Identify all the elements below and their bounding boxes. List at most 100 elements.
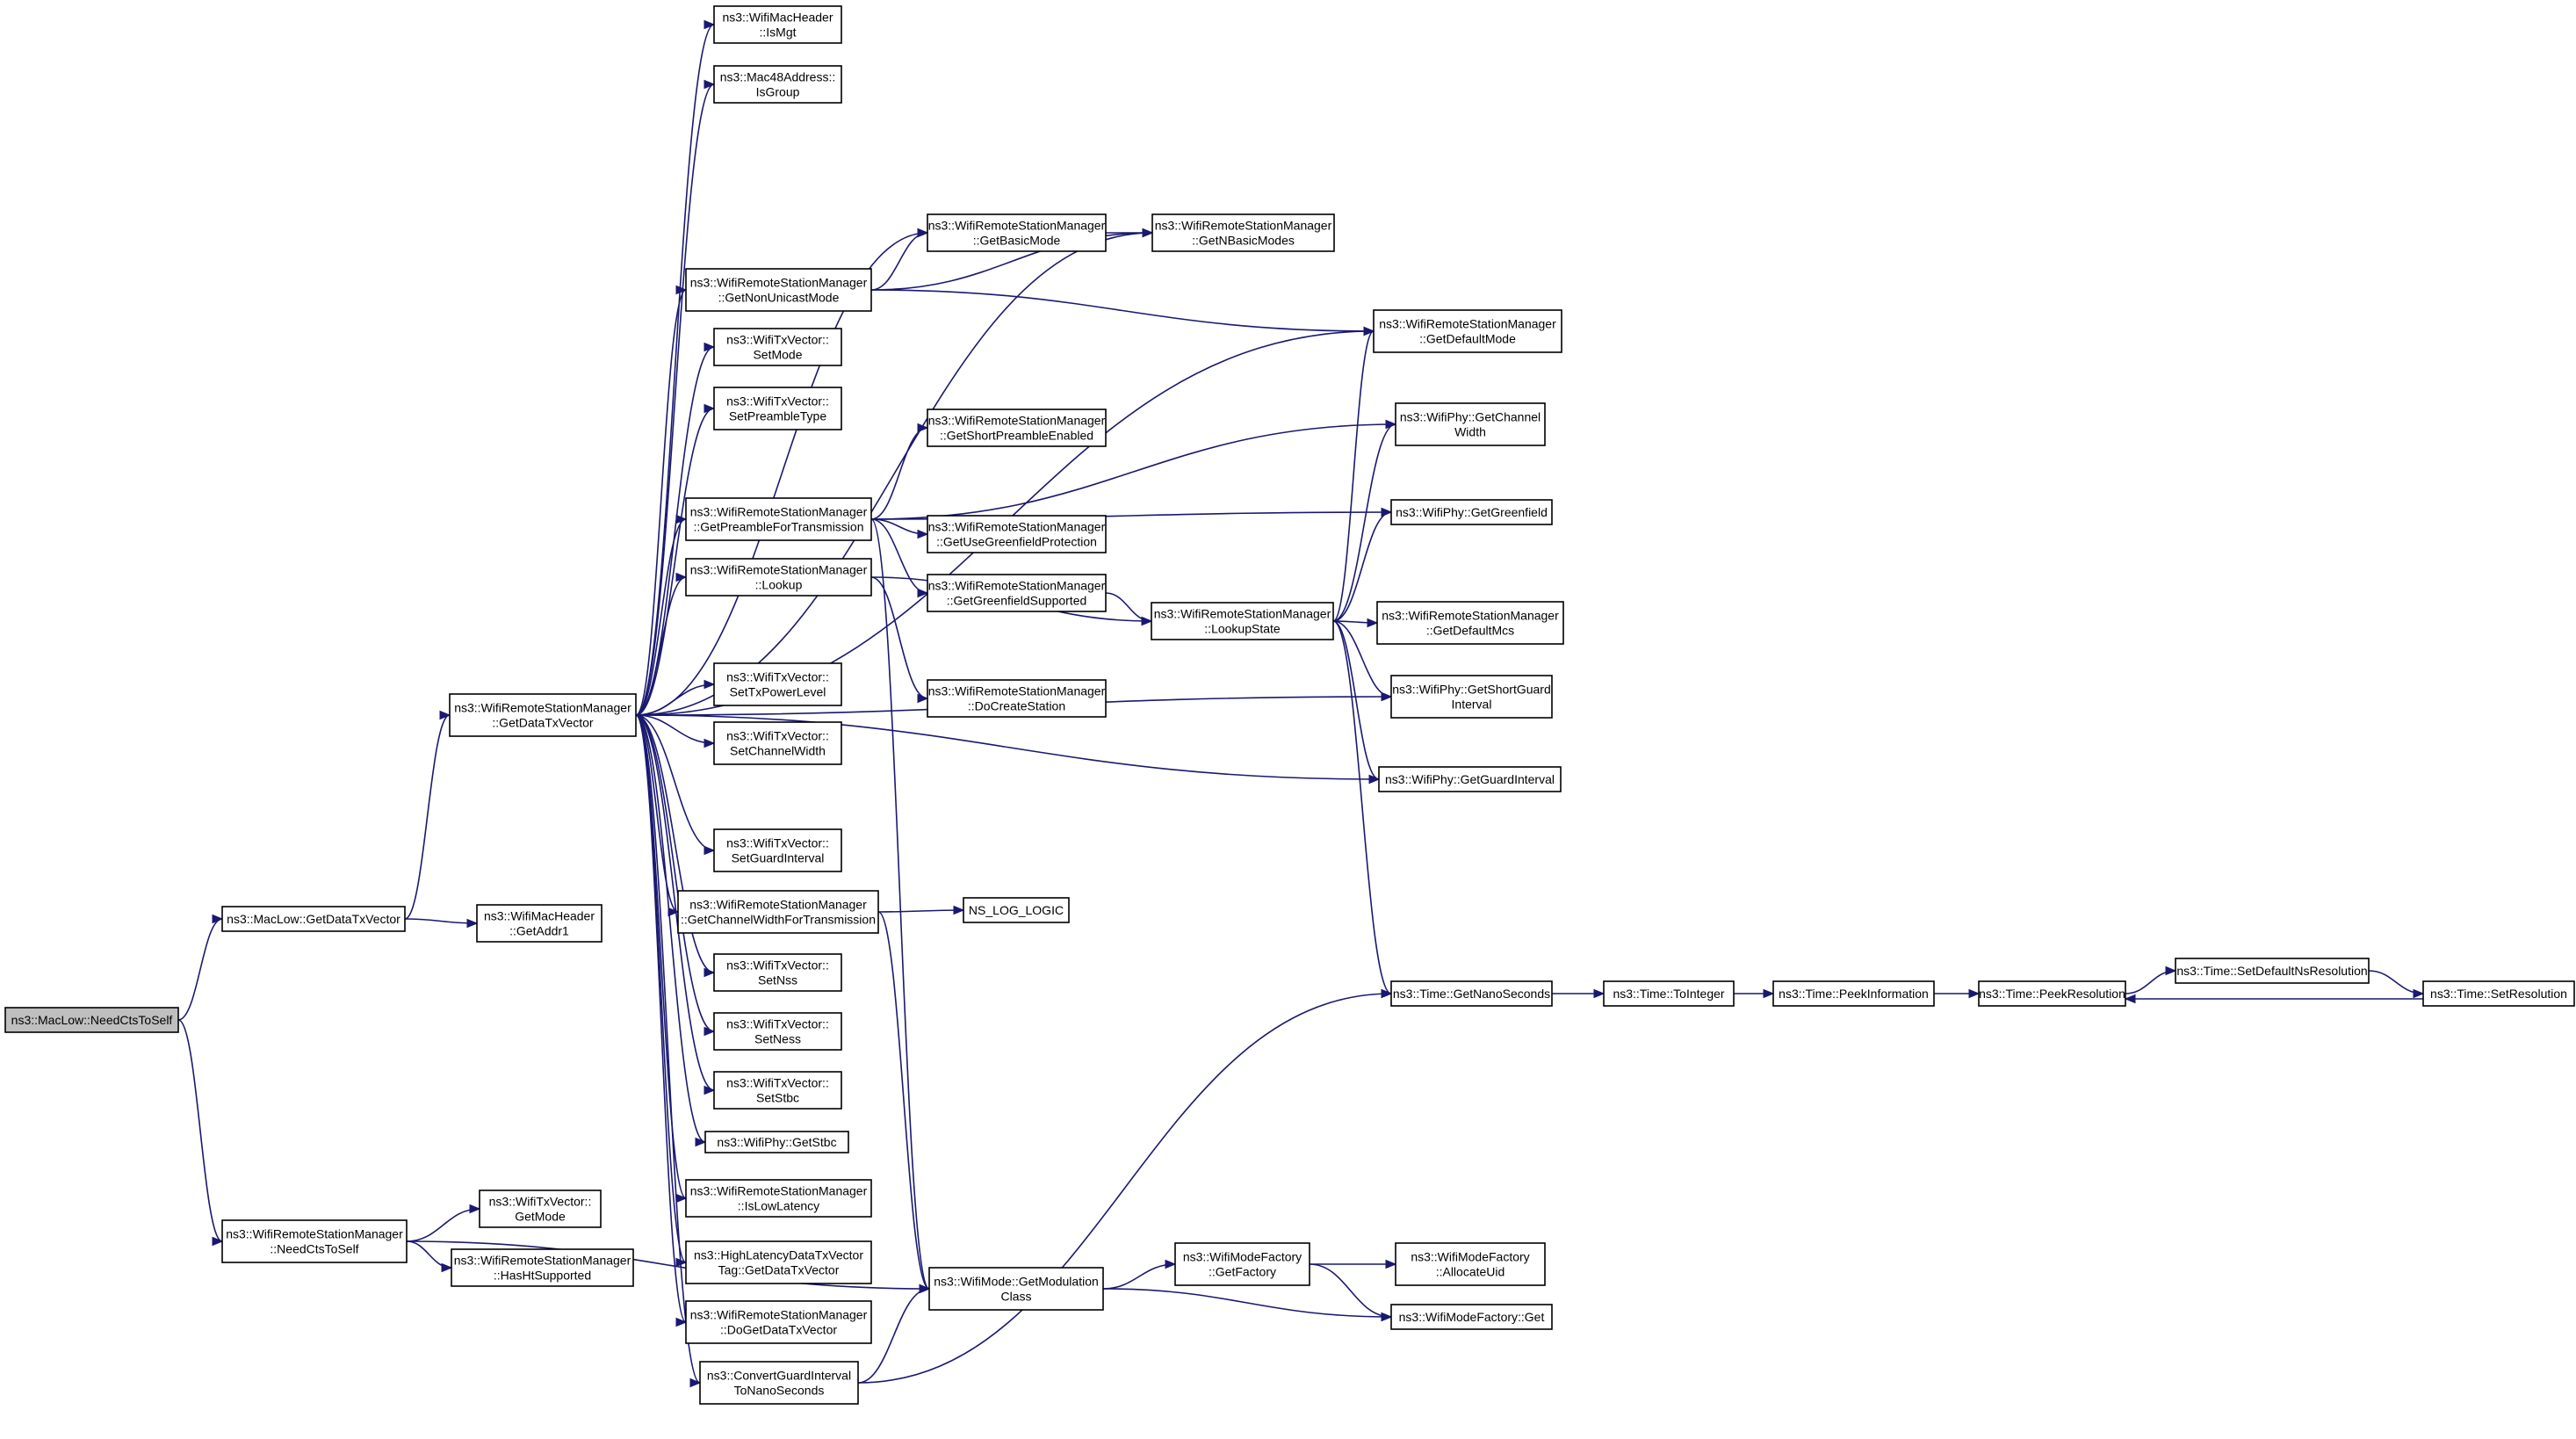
edge-line <box>1309 1263 1392 1318</box>
node-box <box>677 890 879 934</box>
node-box <box>1395 1242 1546 1286</box>
node-box <box>927 574 1107 612</box>
function-node-nsLogLogic[interactable]: NS_LOG_LOGIC <box>963 897 1070 923</box>
function-node-isGroup[interactable]: ns3::Mac48Address::IsGroup <box>713 65 842 104</box>
call-edge-getGreenfieldSup-to-lookupState <box>1105 592 1153 626</box>
function-node-doGetDataTx[interactable]: ns3::WifiRemoteStationManager::DoGetData… <box>685 1300 872 1344</box>
function-node-setRes[interactable]: ns3::Time::SetResolution <box>2422 980 2575 1007</box>
edge-line <box>1332 511 1392 622</box>
function-node-phyGetGreenfield[interactable]: ns3::WifiPhy::GetGreenfield <box>1390 499 1553 525</box>
arrowhead-icon <box>704 403 716 414</box>
arrowhead-icon <box>675 285 688 295</box>
edge-line <box>404 714 451 920</box>
function-node-peekInfo[interactable]: ns3::Time::PeekInformation <box>1772 980 1935 1007</box>
function-node-getDataTxVector[interactable]: ns3::MacLow::GetDataTxVector <box>221 906 406 932</box>
node-label: ns3::Time::PeekResolution <box>1979 987 2125 1001</box>
arrowhead-icon <box>704 679 716 690</box>
arrowhead-icon <box>2165 965 2177 976</box>
call-edge-toInteger-to-peekInfo <box>1734 988 1775 999</box>
function-node-isLowLatency[interactable]: ns3::WifiRemoteStationManager::IsLowLate… <box>685 1179 872 1218</box>
function-node-lookup[interactable]: ns3::WifiRemoteStationManager::Lookup <box>685 558 872 597</box>
function-node-rsmNeedCtsToSelf[interactable]: ns3::WifiRemoteStationManager::NeedCtsTo… <box>221 1219 408 1263</box>
function-node-allocateUid[interactable]: ns3::WifiModeFactory::AllocateUid <box>1395 1242 1546 1286</box>
function-node-txGetMode[interactable]: ns3::WifiTxVector::GetMode <box>479 1190 602 1228</box>
call-edge-getPreambleTx-to-getModClass <box>870 518 931 1294</box>
function-node-setStbc[interactable]: ns3::WifiTxVector::SetStbc <box>713 1071 842 1110</box>
function-node-root[interactable]: ns3::MacLow::NeedCtsToSelf <box>4 1007 179 1033</box>
call-edge-rsmGetDataTxVector-to-doGetDataTx <box>635 714 688 1327</box>
function-node-getBasicMode[interactable]: ns3::WifiRemoteStationManager::GetBasicM… <box>927 213 1107 252</box>
edge-line <box>1332 423 1396 622</box>
node-box <box>1151 213 1335 252</box>
function-node-getNBasicModes[interactable]: ns3::WifiRemoteStationManager::GetNBasic… <box>1151 213 1335 252</box>
node-box <box>927 515 1107 553</box>
call-edge-lookupState-to-phyGetShortGuard <box>1332 620 1393 702</box>
arrowhead-icon <box>704 1026 716 1037</box>
function-node-setGuard[interactable]: ns3::WifiTxVector::SetGuardInterval <box>713 828 842 872</box>
node-label: Width <box>1454 425 1486 439</box>
call-edge-getNonUnicast-to-getDefaultMode <box>870 289 1375 336</box>
edge-line <box>877 909 964 913</box>
edge-line <box>1102 1288 1392 1318</box>
edge-line <box>404 918 478 924</box>
function-node-setDefaultNs[interactable]: ns3::Time::SetDefaultNsResolution <box>2175 958 2370 984</box>
arrowhead-icon <box>1141 616 1153 626</box>
node-label: SetPreambleType <box>729 409 826 423</box>
function-node-rsmGetDataTxVector[interactable]: ns3::WifiRemoteStationManager::GetDataTx… <box>449 693 637 737</box>
function-node-setNess[interactable]: ns3::WifiTxVector::SetNess <box>713 1012 842 1051</box>
node-box <box>927 409 1107 447</box>
function-node-modeFactoryGetFactory[interactable]: ns3::WifiModeFactory::GetFactory <box>1174 1242 1310 1286</box>
edge-line <box>870 289 1375 332</box>
call-edge-peekInfo-to-peekRes <box>1934 988 1981 999</box>
node-label: ToNanoSeconds <box>734 1384 825 1398</box>
arrowhead-icon <box>212 1236 224 1247</box>
node-label: ns3::WifiRemoteStationManager <box>454 1254 631 1268</box>
function-node-phyGetChanWidth[interactable]: ns3::WifiPhy::GetChannelWidth <box>1395 402 1546 446</box>
function-node-getShortPreamble[interactable]: ns3::WifiRemoteStationManager::GetShortP… <box>927 409 1107 447</box>
function-node-highLatency[interactable]: ns3::HighLatencyDataTxVectorTag::GetData… <box>685 1240 872 1284</box>
node-label: ns3::WifiTxVector:: <box>726 394 829 409</box>
function-node-toInteger[interactable]: ns3::Time::ToInteger <box>1603 980 1735 1007</box>
function-node-setTxPower[interactable]: ns3::WifiTxVector::SetTxPowerLevel <box>713 662 842 706</box>
function-node-hasHt[interactable]: ns3::WifiRemoteStationManager::HasHtSupp… <box>451 1248 634 1287</box>
call-edge-rsmGetDataTxVector-to-getNonUnicast <box>635 285 688 716</box>
function-node-peekRes[interactable]: ns3::Time::PeekResolution <box>1978 980 2126 1007</box>
arrowhead-icon <box>1381 691 1393 702</box>
function-node-getGreenfieldSup[interactable]: ns3::WifiRemoteStationManager::GetGreenf… <box>927 574 1107 612</box>
function-node-phyGetGuard[interactable]: ns3::WifiPhy::GetGuardInterval <box>1378 766 1562 792</box>
function-node-setChanWidth[interactable]: ns3::WifiTxVector::SetChannelWidth <box>713 721 842 765</box>
function-node-setMode[interactable]: ns3::WifiTxVector::SetMode <box>713 328 842 366</box>
edge-line <box>1105 592 1152 622</box>
function-node-isMgt[interactable]: ns3::WifiMacHeader::IsMgt <box>713 5 842 44</box>
function-node-getDefaultMode[interactable]: ns3::WifiRemoteStationManager::GetDefaul… <box>1373 309 1562 353</box>
function-node-timeGetNano[interactable]: ns3::Time::GetNanoSeconds <box>1390 980 1553 1007</box>
function-node-lookupState[interactable]: ns3::WifiRemoteStationManager::LookupSta… <box>1151 602 1334 640</box>
node-label: ns3::WifiRemoteStationManager <box>928 414 1106 428</box>
function-node-getAddr1[interactable]: ns3::WifiMacHeader::GetAddr1 <box>476 904 603 943</box>
function-node-modeFactoryGet[interactable]: ns3::WifiModeFactory::Get <box>1390 1304 1553 1330</box>
function-node-phyGetStbc[interactable]: ns3::WifiPhy::GetStbc <box>704 1131 849 1153</box>
node-label: ns3::WifiTxVector:: <box>726 958 829 973</box>
arrowhead-icon <box>1968 988 1981 999</box>
function-node-getNonUnicast[interactable]: ns3::WifiRemoteStationManager::GetNonUni… <box>685 268 872 312</box>
edge-line <box>635 714 715 1032</box>
function-node-setNss[interactable]: ns3::WifiTxVector::SetNss <box>713 953 842 992</box>
node-label: ns3::WifiPhy::GetShortGuard <box>1392 683 1551 697</box>
function-node-getUseGreenfield[interactable]: ns3::WifiRemoteStationManager::GetUseGre… <box>927 515 1107 553</box>
node-label: ::GetNBasicModes <box>1192 234 1295 248</box>
arrowhead-icon <box>212 914 224 924</box>
node-box <box>1174 1242 1310 1286</box>
function-node-doCreateStation[interactable]: ns3::WifiRemoteStationManager::DoCreateS… <box>927 679 1107 718</box>
edge-line <box>635 714 715 1091</box>
function-node-setPreamble[interactable]: ns3::WifiTxVector::SetPreambleType <box>713 387 842 430</box>
function-node-getPreambleTx[interactable]: ns3::WifiRemoteStationManager::GetPreamb… <box>685 497 872 541</box>
arrowhead-icon <box>704 342 716 352</box>
edge-line <box>870 232 1153 291</box>
node-label: ns3::WifiRemoteStationManager <box>690 505 868 519</box>
function-node-getChanWidthTx[interactable]: ns3::WifiRemoteStationManager::GetChanne… <box>677 890 879 934</box>
node-box <box>713 828 842 872</box>
function-node-getDefaultMcs[interactable]: ns3::WifiRemoteStationManager::GetDefaul… <box>1376 601 1564 645</box>
